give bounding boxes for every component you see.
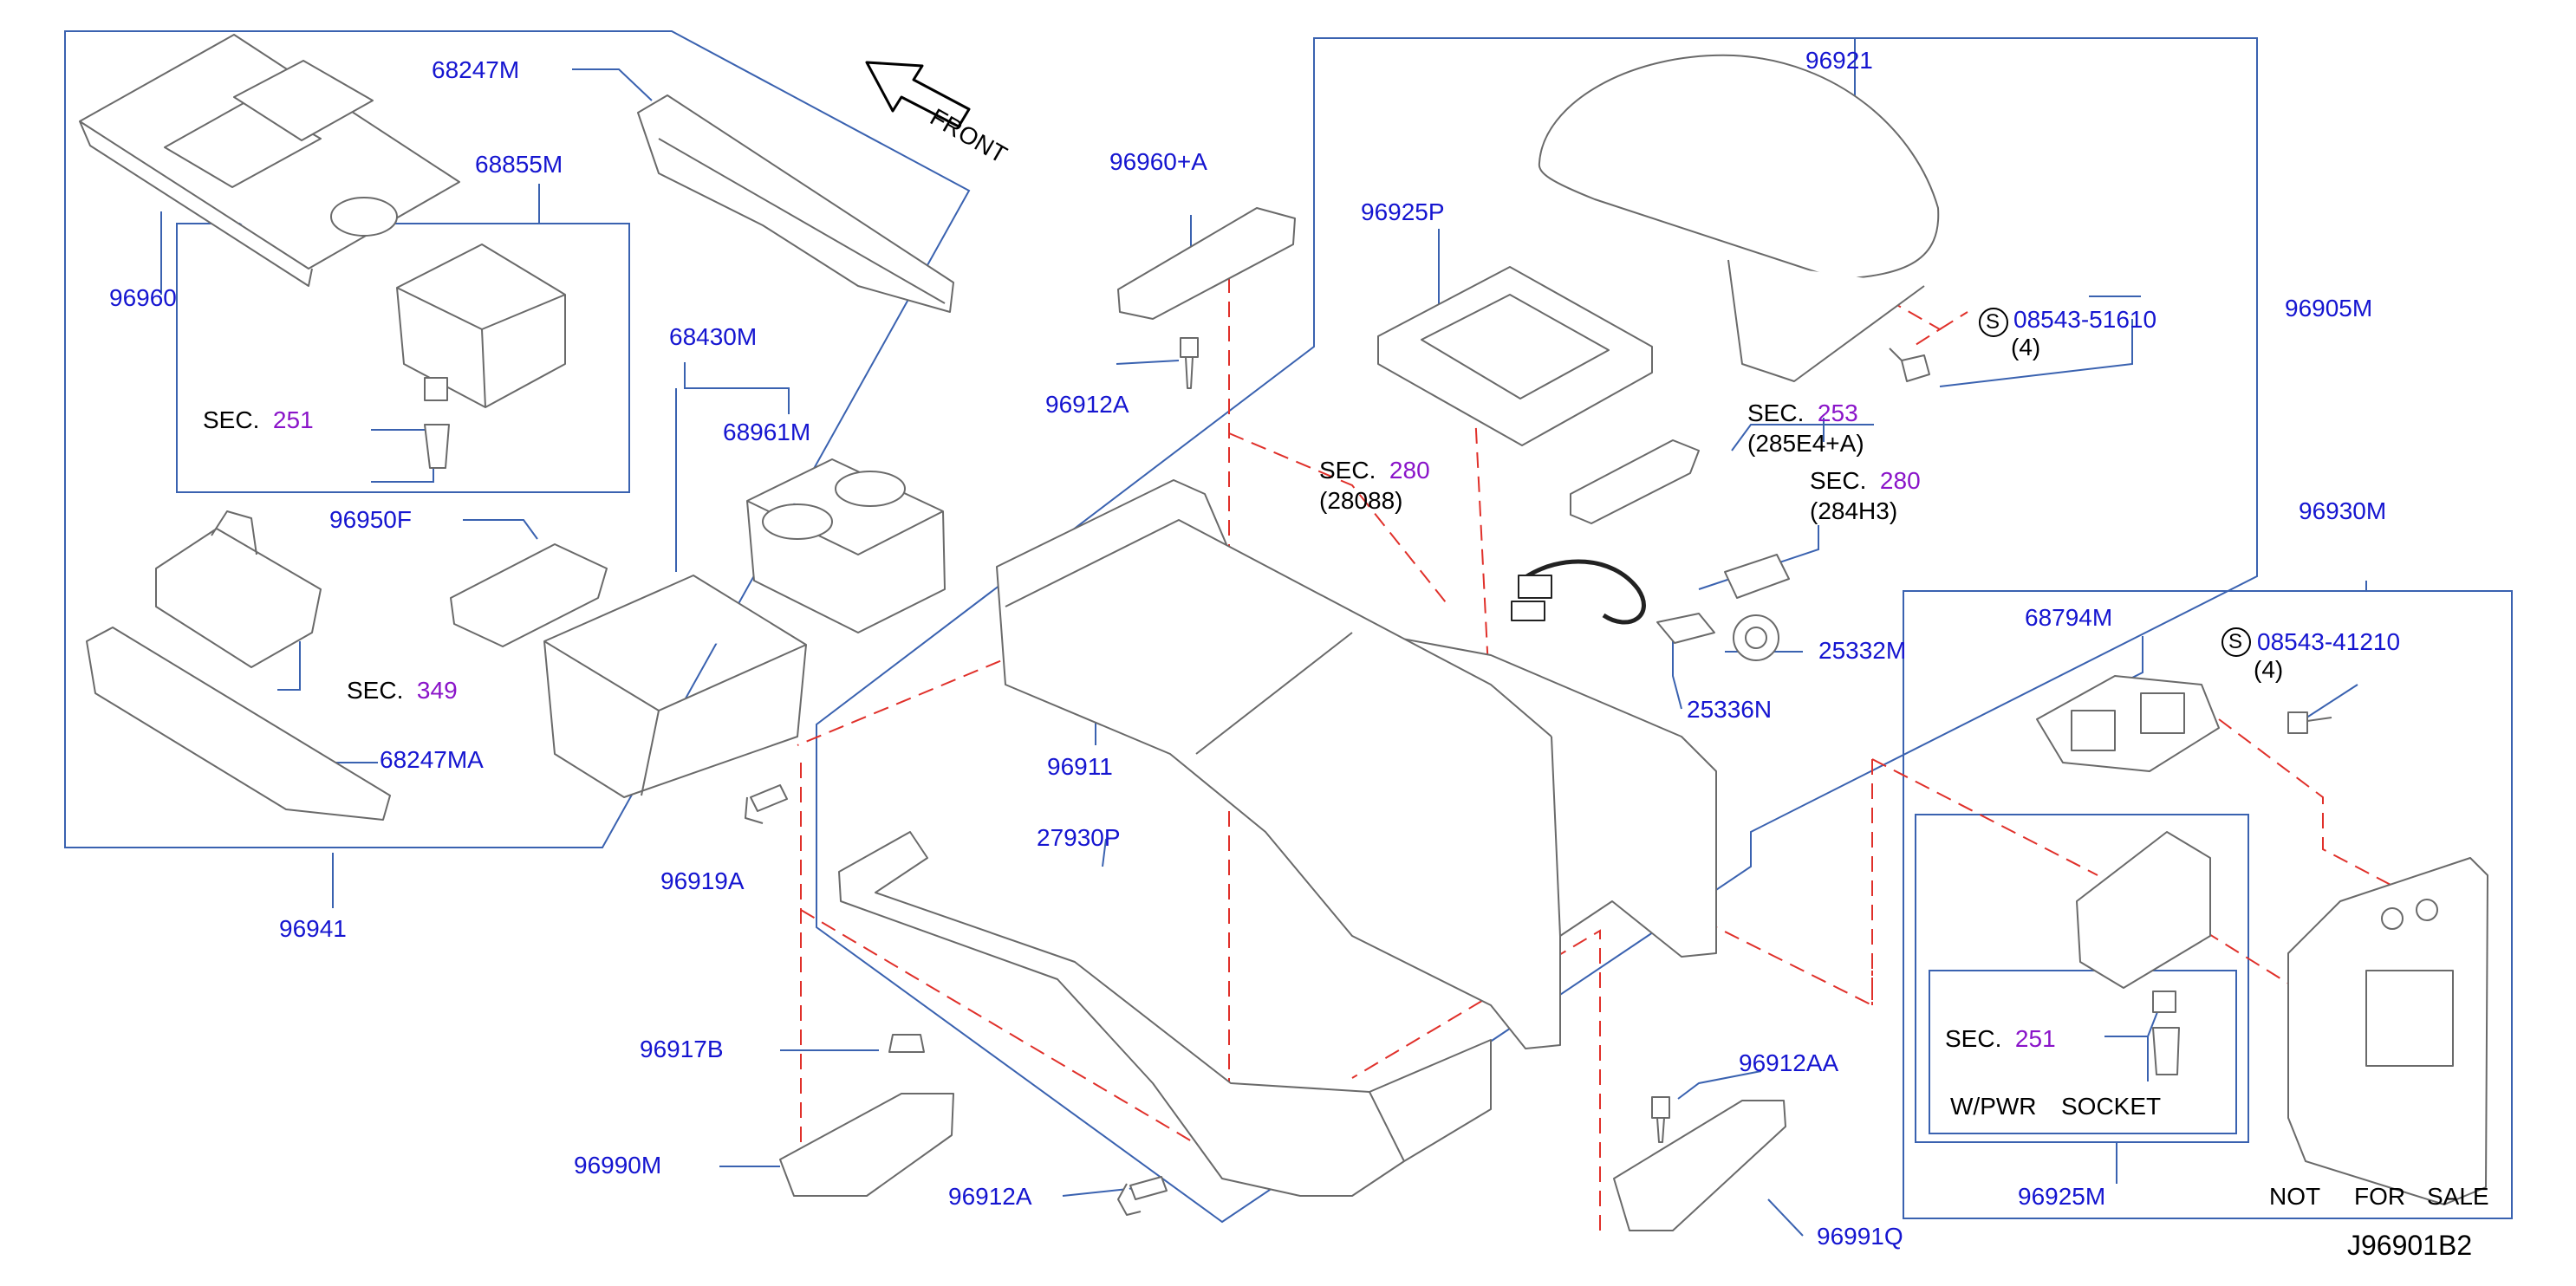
sec-prefix: SEC.	[1747, 399, 1805, 426]
part-27930P	[838, 831, 1492, 1197]
part-96960A	[1117, 207, 1296, 320]
sec-label-280-b: SEC. 280	[1810, 468, 1921, 494]
sec-prefix: SEC.	[1945, 1025, 2002, 1052]
part-label-68961M: 68961M	[723, 419, 811, 445]
part-96990M	[779, 1093, 954, 1197]
sec-sub-28088: (28088)	[1319, 487, 1403, 514]
part-label-96905M: 96905M	[2285, 295, 2373, 322]
part-68247MA	[86, 627, 391, 821]
sec-number-349: 349	[416, 677, 458, 704]
qty-08543-41210: (4)	[2254, 656, 2284, 683]
part-68247M	[637, 94, 954, 313]
screw-symbol-s1: S	[1986, 310, 2000, 334]
part-96991Q	[1613, 1100, 1786, 1231]
sec-label-349: SEC. 349	[347, 678, 458, 704]
sec-sub-284H3: (284H3)	[1810, 497, 1898, 524]
part-label-27930P: 27930P	[1037, 824, 1121, 851]
part-label-96919A: 96919A	[660, 867, 745, 894]
part-25336N	[1656, 613, 1715, 644]
part-label-96912A-top: 96912A	[1045, 391, 1129, 418]
part-label-96925M: 96925M	[2018, 1183, 2106, 1210]
sec-number-251: 251	[272, 406, 314, 433]
part-96925M	[2076, 831, 2211, 989]
sec-number-280-b: 280	[1879, 467, 1921, 494]
part-label-96917B: 96917B	[640, 1036, 724, 1062]
part-68430M	[543, 575, 807, 798]
part-label-25336N: 25336N	[1687, 696, 1773, 723]
not-for-sale-for: FOR	[2354, 1183, 2406, 1210]
part-label-96991Q: 96991Q	[1817, 1223, 1903, 1250]
group-frame-sec251	[1929, 970, 2237, 1134]
part-label-68247MA: 68247MA	[380, 746, 484, 773]
sec-label-253: SEC. 253	[1747, 400, 1858, 426]
part-label-96941: 96941	[279, 915, 347, 942]
not-for-sale-sale: SALE	[2427, 1183, 2489, 1210]
part-label-96990M: 96990M	[574, 1152, 662, 1179]
part-label-96925P: 96925P	[1361, 198, 1445, 225]
qty-08543-51610: (4)	[2011, 334, 2041, 360]
part-96950F	[450, 543, 608, 647]
shift-bezel	[155, 510, 322, 668]
sec-label-251-a: SEC. 251	[203, 407, 314, 433]
part-label-96960: 96960	[109, 284, 177, 311]
screw-symbol-icon	[2221, 627, 2251, 657]
power-socket-label-wpwr: W/PWR	[1950, 1093, 2037, 1120]
part-96925P	[1377, 266, 1653, 446]
part-label-08543-41210: 08543-41210	[2257, 628, 2401, 655]
part-label-68794M: 68794M	[2025, 604, 2113, 631]
sec-label-251-b: SEC. 251	[1945, 1026, 2056, 1052]
sec-number-251-b: 251	[2014, 1025, 2056, 1052]
group-frame-96925M	[1915, 814, 2249, 1143]
part-68794M	[2036, 675, 2220, 772]
sec-prefix: SEC.	[1810, 467, 1867, 494]
sec-label-280-a: SEC. 280	[1319, 458, 1430, 484]
part-label-68247M: 68247M	[432, 56, 520, 83]
part-label-08543-51610: 08543-51610	[2013, 306, 2157, 333]
group-frame-68855M	[176, 223, 630, 493]
screw-symbol-icon	[1979, 308, 2008, 337]
sec-number-280-a: 280	[1389, 457, 1430, 484]
part-label-96930M: 96930M	[2299, 497, 2387, 524]
sec-sub-285E4A: (285E4+A)	[1747, 430, 1864, 457]
sec-prefix: SEC.	[347, 677, 404, 704]
part-label-96960A: 96960+A	[1109, 148, 1207, 175]
part-label-96950F: 96950F	[329, 506, 412, 533]
screw-symbol-s2: S	[2228, 630, 2243, 653]
part-label-96921: 96921	[1805, 47, 1873, 74]
part-label-68430M: 68430M	[669, 323, 758, 350]
part-label-96912AA: 96912AA	[1739, 1049, 1839, 1076]
part-label-25332M: 25332M	[1818, 637, 1907, 664]
power-socket-label-socket: SOCKET	[2061, 1093, 2162, 1120]
sec-number-253: 253	[1817, 399, 1858, 426]
group-frame-96930M	[1903, 590, 2513, 1219]
part-68855M	[396, 244, 566, 408]
part-96921	[1538, 54, 1940, 280]
sec-prefix: SEC.	[1319, 457, 1376, 484]
part-label-96911: 96911	[1047, 753, 1113, 780]
drawing-code: J96901B2	[2347, 1230, 2473, 1261]
sec-prefix: SEC.	[203, 406, 260, 433]
part-label-68855M: 68855M	[475, 151, 563, 178]
part-label-96912A-bottom: 96912A	[948, 1183, 1032, 1210]
not-for-sale-not: NOT	[2269, 1183, 2321, 1210]
front-arrow-icon	[865, 61, 971, 128]
